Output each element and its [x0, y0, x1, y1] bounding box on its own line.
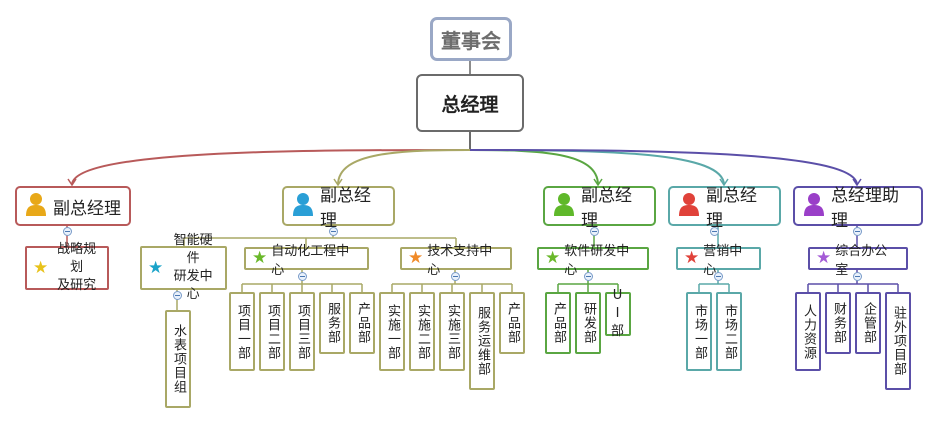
- unit-market-1[interactable]: 市场一部: [686, 292, 712, 371]
- unit-implementation-1[interactable]: 实施一部: [379, 292, 405, 371]
- star-icon: ★: [252, 248, 268, 268]
- connector-line: [71, 149, 471, 186]
- arrow-head: [852, 178, 862, 187]
- gm-assistant-node[interactable]: 总经理助理: [793, 186, 923, 231]
- vp-title: 副总经理: [53, 198, 121, 219]
- dept-software-rd[interactable]: ★ 软件研发中心: [537, 244, 649, 278]
- dept-marketing[interactable]: ★ 营销中心: [676, 244, 761, 278]
- board-node[interactable]: 董事会: [430, 17, 512, 61]
- connector-line: [337, 149, 471, 186]
- vp-title: 副总经理: [581, 186, 632, 231]
- arrow-head: [719, 178, 729, 187]
- general-manager-node[interactable]: 总经理: [416, 74, 524, 132]
- person-icon: [25, 192, 47, 221]
- unit-ui-label: UI部: [611, 288, 626, 339]
- collapse-toggle[interactable]: [714, 272, 723, 281]
- dept-label-line: 研发中心: [173, 269, 213, 302]
- vp-title: 总经理助理: [831, 186, 899, 231]
- arrow-head: [333, 178, 343, 187]
- collapse-toggle[interactable]: [590, 227, 599, 236]
- dept-label: 自动化工程中心: [271, 243, 350, 278]
- dept-label-line: 智能硬件: [173, 233, 213, 266]
- vp-title: 副总经理: [320, 186, 371, 231]
- star-icon: ★: [816, 248, 832, 268]
- person-icon: [678, 192, 700, 221]
- vp-title: 副总经理: [706, 186, 757, 231]
- unit-sw-rd[interactable]: 研发部: [575, 292, 601, 354]
- arrow-head: [67, 178, 77, 187]
- person-icon: [803, 192, 825, 221]
- collapse-toggle[interactable]: [710, 227, 719, 236]
- collapse-toggle[interactable]: [584, 272, 593, 281]
- unit-management[interactable]: 企管部: [855, 292, 881, 354]
- collapse-toggle[interactable]: [329, 227, 338, 236]
- unit-project-2[interactable]: 项目二部: [259, 292, 285, 371]
- dept-hardware-rd[interactable]: ★ 智能硬件研发中心: [140, 233, 227, 302]
- dept-label-line: 战略规划: [57, 242, 97, 275]
- dept-label-line: 及研究: [57, 278, 97, 293]
- person-icon: [292, 192, 314, 221]
- dept-automation[interactable]: ★ 自动化工程中心: [244, 244, 369, 278]
- unit-hr[interactable]: 人力资源: [795, 292, 821, 371]
- dept-tech-support[interactable]: ★ 技术支持中心: [400, 244, 512, 278]
- unit-service-ops[interactable]: 服务运维部: [469, 292, 495, 390]
- unit-sw-product[interactable]: 产品部: [545, 292, 571, 354]
- unit-implementation-2[interactable]: 实施二部: [409, 292, 435, 371]
- vp-node-software[interactable]: 副总经理: [543, 186, 656, 231]
- vp-node-engineering[interactable]: 副总经理: [282, 186, 395, 231]
- vp-node-strategy[interactable]: 副总经理: [15, 186, 131, 226]
- star-icon: ★: [684, 248, 700, 268]
- collapse-toggle[interactable]: [298, 272, 307, 281]
- unit-service[interactable]: 服务部: [319, 292, 345, 354]
- collapse-toggle[interactable]: [451, 272, 460, 281]
- vp-node-marketing[interactable]: 副总经理: [668, 186, 781, 231]
- dept-admin-office[interactable]: ★ 综合办公室: [808, 244, 908, 278]
- collapse-toggle[interactable]: [63, 227, 72, 236]
- unit-market-2[interactable]: 市场二部: [716, 292, 742, 371]
- unit-ui[interactable]: UI部: [605, 288, 631, 339]
- dept-label: 技术支持中心: [427, 243, 493, 278]
- person-icon: [553, 192, 575, 221]
- star-icon: ★: [148, 257, 164, 278]
- dept-label: 营销中心: [703, 243, 743, 278]
- unit-water-meter-group[interactable]: 水表项目组: [165, 310, 191, 408]
- collapse-toggle[interactable]: [853, 227, 862, 236]
- unit-project-1[interactable]: 项目一部: [229, 292, 255, 371]
- unit-implementation-3[interactable]: 实施三部: [439, 292, 465, 371]
- arrow-head: [593, 178, 603, 187]
- dept-label: 软件研发中心: [564, 243, 630, 278]
- dept-strategy[interactable]: ★ 战略规划及研究: [25, 242, 109, 293]
- star-icon: ★: [33, 257, 49, 278]
- connector-line: [469, 149, 858, 186]
- unit-product[interactable]: 产品部: [499, 292, 525, 354]
- collapse-toggle[interactable]: [173, 291, 182, 300]
- star-icon: ★: [408, 248, 424, 268]
- unit-project-3[interactable]: 项目三部: [289, 292, 315, 371]
- unit-product[interactable]: 产品部: [349, 292, 375, 354]
- unit-overseas-project[interactable]: 驻外项目部: [885, 292, 911, 390]
- dept-label: 综合办公室: [835, 243, 888, 278]
- connector-line: [469, 149, 599, 186]
- star-icon: ★: [545, 248, 561, 268]
- unit-finance[interactable]: 财务部: [825, 292, 851, 354]
- collapse-toggle[interactable]: [853, 272, 862, 281]
